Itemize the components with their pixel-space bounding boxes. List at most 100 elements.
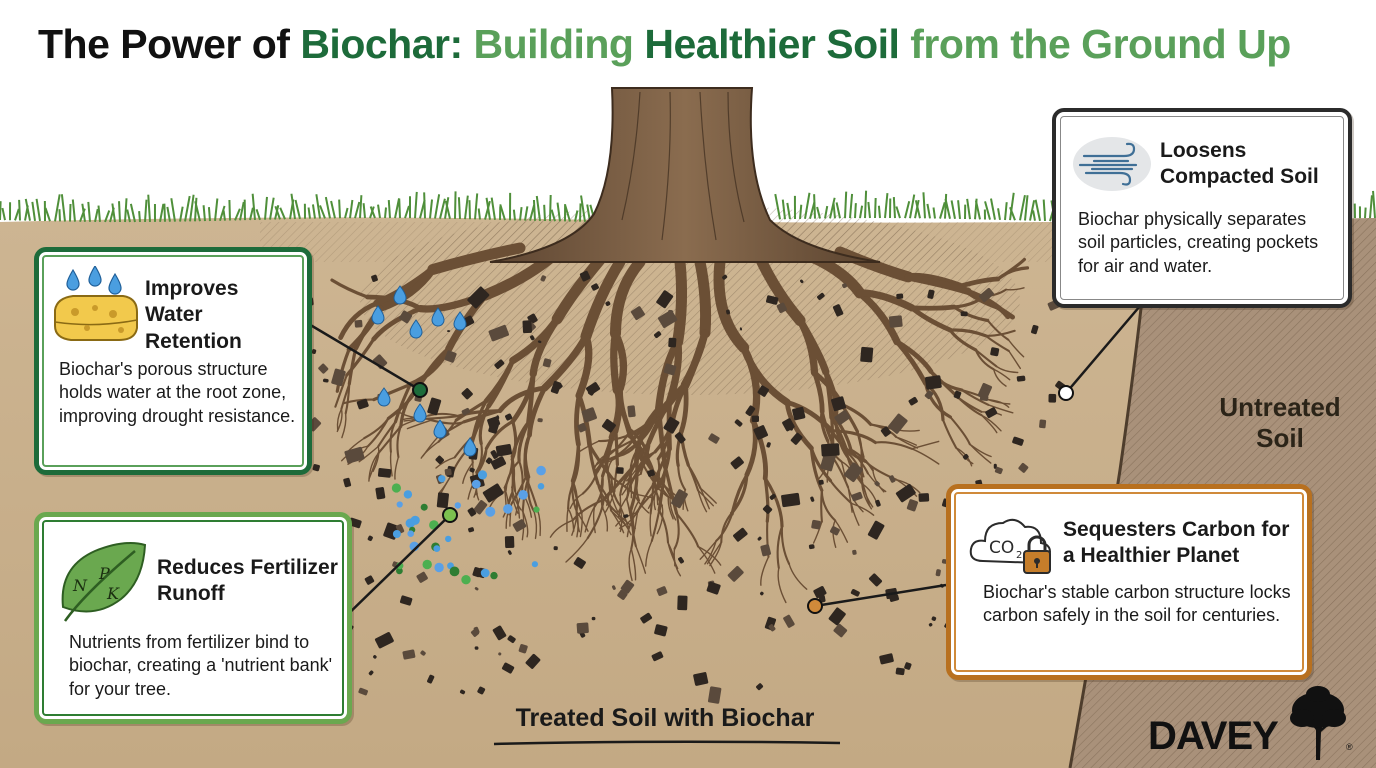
biochar-chunk bbox=[693, 672, 709, 686]
root-segment bbox=[763, 476, 770, 523]
root-segment bbox=[420, 441, 440, 459]
grass-blade bbox=[349, 199, 354, 219]
nutrient-dot bbox=[485, 506, 496, 517]
nutrient-dot bbox=[477, 470, 488, 480]
svg-text:CO: CO bbox=[989, 538, 1014, 558]
root-segment bbox=[788, 563, 808, 590]
biochar-chunk bbox=[477, 686, 486, 695]
biochar-chunk bbox=[707, 686, 722, 704]
biochar-chunk bbox=[753, 425, 769, 440]
biochar-chunk bbox=[781, 492, 801, 508]
root-segment bbox=[650, 509, 661, 543]
biochar-chunk bbox=[727, 565, 744, 582]
biochar-chunk bbox=[322, 378, 329, 383]
grass-blade bbox=[804, 192, 811, 219]
title-part-4: Healthier Soil bbox=[644, 21, 900, 67]
loosens-soil-body: Biochar physically separates soil partic… bbox=[1078, 209, 1319, 276]
biochar-chunk bbox=[888, 475, 896, 483]
grass-blade bbox=[429, 199, 434, 219]
grass-blade bbox=[324, 196, 331, 219]
registered-mark: ® bbox=[1346, 742, 1353, 752]
biochar-chunk bbox=[371, 274, 378, 282]
tree-roots bbox=[330, 242, 1030, 604]
biochar-chunk bbox=[757, 536, 762, 541]
biochar-chunk bbox=[581, 407, 597, 423]
nutrient-dot bbox=[445, 535, 452, 543]
grass-blade bbox=[926, 203, 931, 219]
biochar-chunk bbox=[953, 390, 962, 399]
root-segment bbox=[523, 433, 532, 479]
biochar-chunk bbox=[833, 623, 848, 638]
root-segment bbox=[629, 508, 637, 548]
grass-blade bbox=[1004, 202, 1008, 221]
davey-logo: DAVEY ® bbox=[1148, 686, 1353, 762]
biochar-chunk bbox=[586, 382, 601, 396]
root-segment bbox=[396, 425, 402, 459]
grass-blade bbox=[126, 209, 131, 223]
biochar-chunk bbox=[990, 347, 1000, 357]
biochar-chunk bbox=[782, 418, 795, 432]
root-segment bbox=[849, 448, 869, 475]
grass-blade bbox=[319, 205, 326, 219]
root-segment bbox=[796, 316, 830, 376]
root-segment bbox=[649, 512, 652, 537]
grass-blade bbox=[1009, 192, 1015, 221]
biochar-chunk bbox=[674, 432, 686, 444]
grass-blade bbox=[990, 198, 996, 220]
root-segment bbox=[833, 416, 849, 458]
root-segment bbox=[504, 459, 521, 492]
root-segment bbox=[617, 495, 629, 514]
grass-blade bbox=[234, 208, 241, 221]
biochar-chunk bbox=[418, 575, 425, 582]
root-segment bbox=[895, 436, 917, 446]
tree-logo-icon bbox=[1290, 686, 1346, 760]
root-segment bbox=[720, 512, 733, 544]
biochar-chunk bbox=[906, 499, 919, 512]
grass-blade bbox=[44, 207, 51, 222]
grass-blade bbox=[1372, 190, 1376, 219]
biochar-chunk bbox=[647, 469, 655, 477]
biochar-chunk bbox=[399, 595, 413, 606]
biochar-chunk bbox=[494, 359, 505, 369]
nutrient-dot bbox=[391, 483, 401, 493]
biochar-chunk bbox=[525, 653, 541, 669]
root-segment bbox=[611, 329, 628, 393]
root-segment bbox=[628, 446, 640, 476]
biochar-chunk bbox=[875, 499, 881, 507]
biochar-chunk bbox=[757, 385, 769, 397]
svg-text:N: N bbox=[72, 576, 88, 595]
root-segment bbox=[549, 519, 574, 538]
root-segment bbox=[699, 487, 710, 510]
grass-blade bbox=[484, 200, 491, 220]
nutrient-dots bbox=[391, 465, 546, 585]
grass-blade bbox=[294, 199, 301, 220]
root-segment bbox=[637, 450, 657, 468]
sponge-water-drops-icon bbox=[54, 266, 138, 341]
root-segment bbox=[706, 541, 722, 565]
biochar-chunk bbox=[888, 315, 903, 328]
nutrient-dot bbox=[433, 545, 441, 552]
grass-blade bbox=[892, 196, 896, 219]
root-segment bbox=[630, 548, 637, 581]
biochar-chunk bbox=[605, 301, 611, 307]
root-segment bbox=[377, 425, 402, 455]
biochar-chunk bbox=[790, 432, 803, 445]
grass-blade bbox=[71, 199, 76, 222]
biochar-chunk bbox=[851, 491, 863, 502]
biochar-chunk bbox=[485, 457, 493, 465]
grass-blade bbox=[454, 191, 457, 219]
grass-blade bbox=[387, 200, 391, 219]
grass-blade bbox=[468, 200, 471, 220]
grass-blade bbox=[950, 200, 956, 220]
nutrient-dot bbox=[454, 502, 461, 509]
biochar-chunk bbox=[671, 489, 688, 509]
root-segment bbox=[613, 386, 624, 434]
root-segment bbox=[527, 385, 547, 438]
biochar-chunk bbox=[811, 519, 821, 530]
biochar-chunk bbox=[573, 557, 586, 569]
root-segment bbox=[986, 319, 1010, 341]
root-segment bbox=[760, 556, 770, 586]
nutrient-dot bbox=[407, 530, 415, 537]
root-segment bbox=[635, 441, 651, 476]
grass-blade bbox=[512, 209, 516, 221]
